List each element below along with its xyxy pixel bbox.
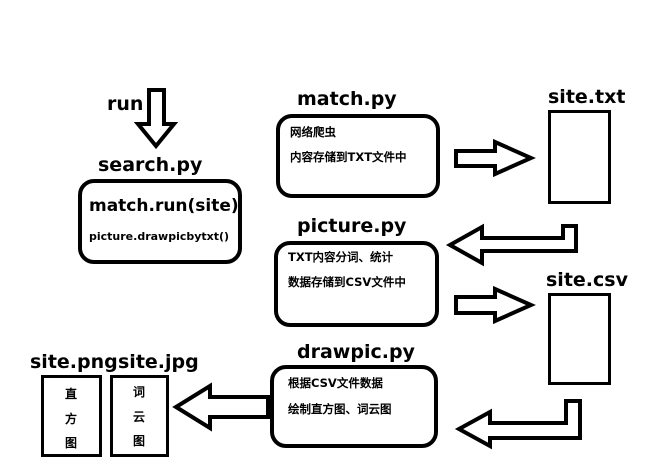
site-txt-title: site.txt: [548, 86, 626, 108]
drawpic-to-images-arrow: [172, 382, 270, 432]
drawpic-line2: 绘制直方图、词云图: [288, 402, 392, 416]
search-line2: picture.drawpicbytxt(): [89, 230, 230, 243]
picture-box: [274, 241, 439, 327]
site-jpg-title: site.jpg: [118, 351, 199, 373]
match-title: match.py: [297, 88, 397, 110]
search-title: search.py: [98, 154, 203, 176]
site-png-title: site.png: [30, 351, 118, 373]
drawpic-line1: 根据CSV文件数据: [288, 376, 383, 390]
site-jpg-char-3: 图: [133, 434, 146, 448]
match-box: [276, 114, 440, 198]
search-line1: match.run(site): [89, 196, 239, 216]
run-label: run: [107, 93, 144, 115]
csv-to-drawpic-arrow: [454, 399, 582, 450]
search-box: [78, 179, 242, 264]
run-down-arrow: [133, 88, 179, 150]
site-csv-file: [548, 293, 611, 385]
site-txt-file: [548, 110, 611, 204]
site-png-char-2: 方: [65, 412, 78, 426]
picture-title: picture.py: [297, 215, 407, 237]
picture-line1: TXT内容分词、统计: [288, 250, 394, 264]
match-line2: 内容存储到TXT文件中: [290, 150, 407, 164]
site-csv-title: site.csv: [546, 269, 628, 291]
site-png-file: [41, 375, 102, 457]
site-jpg-char-1: 词: [133, 385, 146, 399]
site-png-char-1: 直: [65, 387, 78, 401]
picture-line2: 数据存储到CSV文件中: [288, 275, 406, 289]
drawpic-title: drawpic.py: [297, 341, 415, 363]
drawpic-box: [270, 365, 438, 448]
picture-to-csv-arrow: [454, 285, 536, 325]
match-to-txt-arrow: [454, 138, 536, 178]
txt-to-picture-arrow: [445, 223, 578, 267]
site-png-char-3: 图: [65, 436, 78, 450]
site-jpg-char-2: 云: [133, 410, 146, 424]
site-jpg-file: [110, 375, 169, 457]
match-line1: 网络爬虫: [290, 125, 336, 139]
